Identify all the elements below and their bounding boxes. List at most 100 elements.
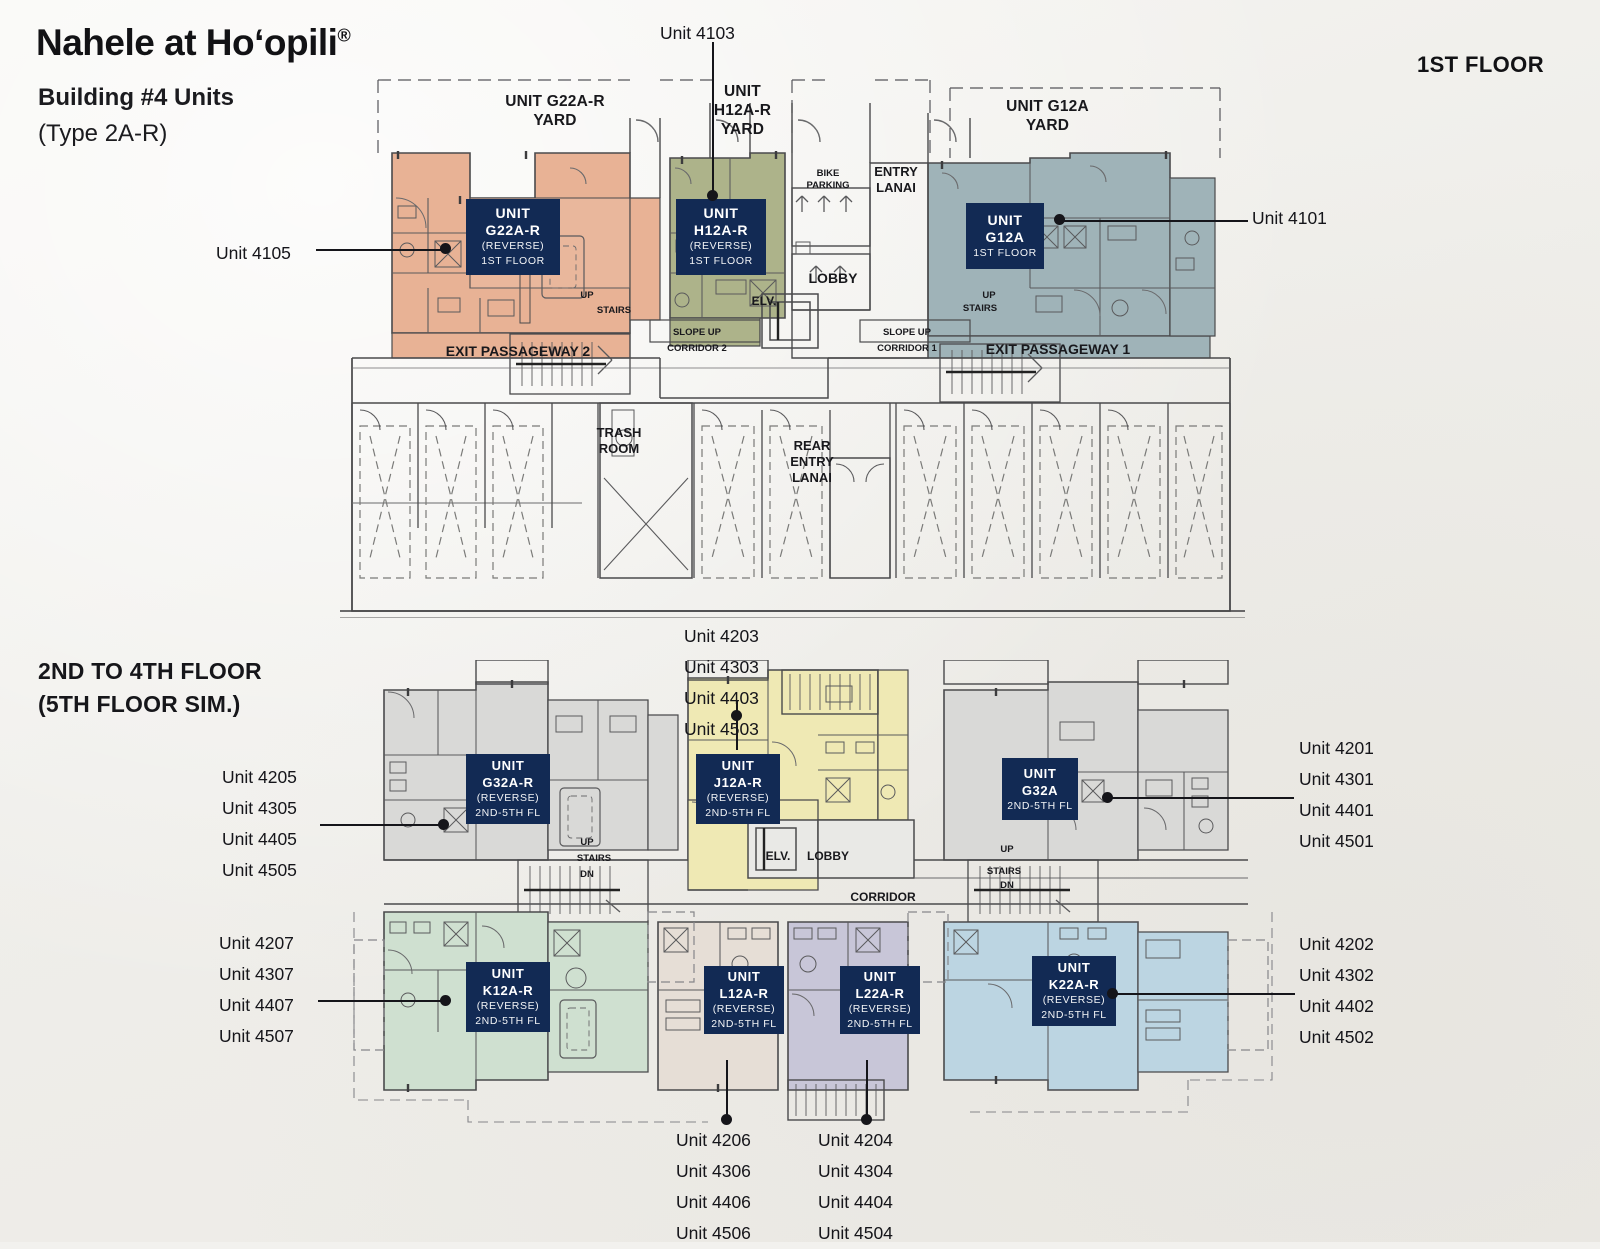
badge-line-2: K12A-R bbox=[482, 983, 534, 998]
callout-unit-label: Unit 4506 bbox=[676, 1223, 751, 1243]
leader-line-4103 bbox=[712, 42, 715, 195]
badge-line-1: UNIT bbox=[721, 758, 755, 773]
unit-badge-g12a[interactable]: UNIT G12A 1ST FLOOR bbox=[966, 203, 1044, 269]
unit-badge-l22a-r[interactable]: UNIT L22A-R (REVERSE) 2ND-5TH FL bbox=[840, 966, 920, 1034]
unit-badge-k22a-r[interactable]: UNIT K22A-R (REVERSE) 2ND-5TH FL bbox=[1032, 956, 1116, 1026]
badge-line-4: 1ST FLOOR bbox=[481, 255, 545, 267]
leader-dot-4103 bbox=[707, 190, 718, 201]
badge-line-1: UNIT bbox=[727, 969, 761, 984]
badge-line-4: 2ND-5TH FL bbox=[475, 1015, 541, 1027]
plan-label-exit-passageway-2: EXIT PASSAGEWAY 2 bbox=[445, 343, 591, 359]
plan-label-f2-corridor: CORRIDOR bbox=[850, 890, 916, 904]
plan-label-stairs-right: STAIRS bbox=[962, 303, 998, 314]
leader-line-4105 bbox=[316, 249, 446, 252]
badge-line-3: (REVERSE) bbox=[689, 240, 753, 252]
leader-dot-stack-06 bbox=[721, 1114, 732, 1125]
callout-unit-label: Unit 4201 bbox=[1299, 738, 1374, 758]
plan-label-stairs-left: STAIRS bbox=[596, 305, 632, 316]
callout-unit-label: Unit 4304 bbox=[818, 1161, 893, 1181]
callout-unit-label: Unit 4301 bbox=[1299, 769, 1374, 789]
callout-stack-01: Unit 4201 Unit 4301 Unit 4401 Unit 4501 bbox=[1299, 733, 1374, 857]
unit-badge-h12a-r[interactable]: UNIT H12A-R (REVERSE) 1ST FLOOR bbox=[676, 199, 766, 275]
registered-mark: ® bbox=[337, 25, 351, 46]
leader-dot-4101 bbox=[1054, 214, 1065, 225]
plan-label-exit-passageway-1: EXIT PASSAGEWAY 1 bbox=[985, 341, 1131, 357]
callout-stack-03: Unit 4203 Unit 4303 Unit 4403 Unit 4503 bbox=[684, 621, 759, 745]
callout-unit-label: Unit 4306 bbox=[676, 1161, 751, 1181]
leader-line-4101 bbox=[1060, 220, 1248, 223]
badge-line-2: G32A-R bbox=[482, 775, 534, 790]
unit-badge-k12a-r[interactable]: UNIT K12A-R (REVERSE) 2ND-5TH FL bbox=[466, 962, 550, 1032]
badge-line-1: UNIT bbox=[491, 758, 525, 773]
badge-line-4: 1ST FLOOR bbox=[973, 246, 1037, 259]
badge-line-1: UNIT bbox=[987, 211, 1023, 228]
plan-label-lobby: LOBBY bbox=[808, 270, 858, 286]
leader-line-stack-07 bbox=[318, 1000, 444, 1003]
callout-unit-4105: Unit 4105 bbox=[216, 238, 291, 269]
badge-line-4: 2ND-5TH FL bbox=[711, 1018, 777, 1030]
badge-line-3: (REVERSE) bbox=[712, 1003, 776, 1015]
plan-label-rear-entry-lanai: REAR ENTRY LANAI bbox=[790, 438, 834, 485]
badge-line-1: UNIT bbox=[863, 969, 897, 984]
badge-line-3: (REVERSE) bbox=[476, 792, 540, 804]
plan-label-corridor-2-slope: SLOPE UP bbox=[672, 327, 722, 338]
unit-badge-g32a[interactable]: UNIT G32A 2ND-5TH FL bbox=[1002, 758, 1078, 820]
callout-unit-4101: Unit 4101 bbox=[1252, 203, 1327, 234]
callout-unit-label: Unit 4202 bbox=[1299, 934, 1374, 954]
callout-unit-4103: Unit 4103 bbox=[660, 18, 735, 49]
badge-line-3: (REVERSE) bbox=[848, 1003, 912, 1015]
floor1-plan-drawing bbox=[330, 58, 1260, 618]
leader-line-stack-01 bbox=[1108, 797, 1294, 800]
badge-line-2: L12A-R bbox=[719, 986, 769, 1001]
callout-unit-label: Unit 4206 bbox=[676, 1130, 751, 1150]
page-title-text: Nahele at Hoʻopili bbox=[36, 22, 338, 63]
leader-dot-stack-01 bbox=[1102, 792, 1113, 803]
callout-unit-label: Unit 4402 bbox=[1299, 996, 1374, 1016]
callout-unit-label: Unit 4405 bbox=[222, 829, 297, 849]
badge-line-1: UNIT bbox=[703, 205, 739, 221]
callout-unit-label: Unit 4204 bbox=[818, 1130, 893, 1150]
unit-badge-j12a-r[interactable]: UNIT J12A-R (REVERSE) 2ND-5TH FL bbox=[696, 754, 780, 824]
badge-line-2: G12A bbox=[985, 228, 1025, 245]
callout-unit-label: Unit 4503 bbox=[684, 719, 759, 739]
leader-line-stack-06 bbox=[726, 1060, 729, 1120]
badge-line-3: (REVERSE) bbox=[476, 1000, 540, 1012]
callout-unit-label: Unit 4303 bbox=[684, 657, 759, 677]
badge-line-1: UNIT bbox=[491, 966, 525, 981]
badge-line-1: UNIT bbox=[1023, 765, 1057, 781]
leader-line-stack-04 bbox=[866, 1060, 869, 1120]
callout-unit-label: Unit 4307 bbox=[219, 964, 294, 984]
callout-stack-06: Unit 4206 Unit 4306 Unit 4406 Unit 4506 bbox=[676, 1125, 751, 1249]
callout-unit-label: Unit 4502 bbox=[1299, 1027, 1374, 1047]
plan-label-f2-stairs-left: STAIRS bbox=[576, 853, 612, 864]
plan-label-f2-stairs-left-up: UP bbox=[580, 837, 594, 848]
plan-label-bike-parking: BIKE PARKING bbox=[806, 168, 850, 191]
badge-line-4: 2ND-5TH FL bbox=[1007, 799, 1073, 812]
plan-label-f2-stairs-right: STAIRS bbox=[986, 866, 1022, 877]
leader-dot-stack-04 bbox=[861, 1114, 872, 1125]
callout-unit-label: Unit 4404 bbox=[818, 1192, 893, 1212]
subtitle-type: (Type 2A-R) bbox=[38, 120, 168, 147]
callout-stack-04: Unit 4204 Unit 4304 Unit 4404 Unit 4504 bbox=[818, 1125, 893, 1249]
unit-badge-g22a-r[interactable]: UNIT G22A-R (REVERSE) 1ST FLOOR bbox=[466, 199, 560, 275]
callout-stack-02: Unit 4202 Unit 4302 Unit 4402 Unit 4502 bbox=[1299, 929, 1374, 1053]
plan-label-trash-room: TRASH ROOM bbox=[596, 425, 642, 456]
unit-badge-g32a-r[interactable]: UNIT G32A-R (REVERSE) 2ND-5TH FL bbox=[466, 754, 550, 824]
badge-line-2: G22A-R bbox=[485, 222, 541, 238]
callout-stack-05: Unit 4205 Unit 4305 Unit 4405 Unit 4505 bbox=[222, 762, 297, 886]
callout-unit-label: Unit 4505 bbox=[222, 860, 297, 880]
floor2-plan-drawing bbox=[348, 660, 1278, 1128]
plan-label-f2-elevator: ELV. bbox=[765, 849, 791, 863]
section2-heading-line2: (5TH FLOOR SIM.) bbox=[38, 691, 241, 717]
unit-badge-l12a-r[interactable]: UNIT L12A-R (REVERSE) 2ND-5TH FL bbox=[704, 966, 784, 1034]
badge-line-3: (REVERSE) bbox=[1042, 994, 1106, 1006]
callout-unit-label: Unit 4103 bbox=[660, 23, 735, 43]
subtitle-building: Building #4 Units bbox=[38, 84, 235, 111]
leader-dot-stack-03 bbox=[731, 710, 742, 721]
callout-unit-label: Unit 4101 bbox=[1252, 208, 1327, 228]
leader-line-stack-02 bbox=[1113, 993, 1295, 996]
leader-dot-stack-02 bbox=[1107, 988, 1118, 999]
leader-line-stack-03 bbox=[736, 700, 739, 750]
badge-line-4: 2ND-5TH FL bbox=[847, 1018, 913, 1030]
